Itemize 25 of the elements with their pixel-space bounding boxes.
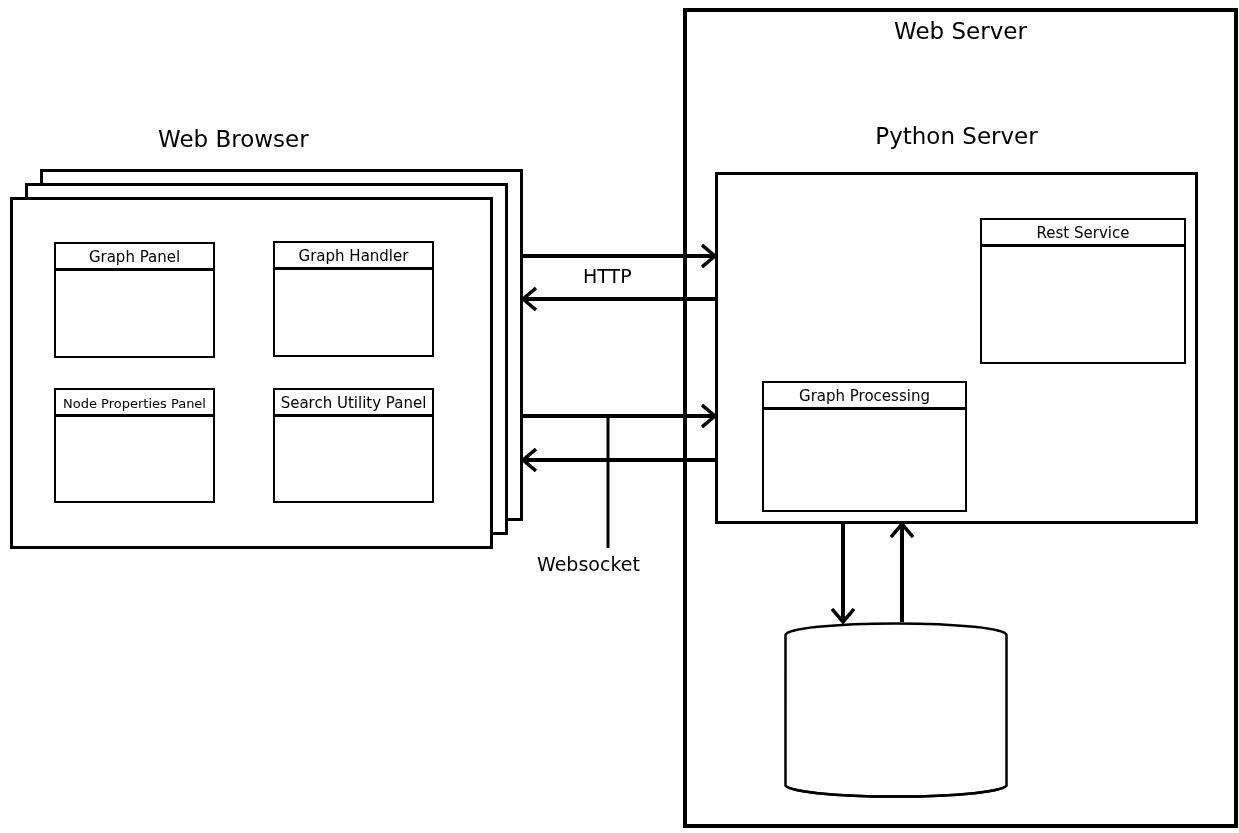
component-title: Node Properties Panel	[56, 390, 213, 417]
connection-label: HTTP	[583, 265, 632, 287]
component-box	[273, 241, 434, 357]
arrow	[521, 447, 715, 473]
server-frame	[683, 8, 1238, 828]
container-title: Python Server	[874, 123, 1039, 149]
connection-label: Websocket	[537, 553, 640, 575]
component-box	[273, 388, 434, 503]
arrow	[830, 524, 856, 624]
component-title: Rest Service	[982, 220, 1184, 247]
component-title: Graph Panel	[56, 244, 213, 271]
arrow	[523, 243, 717, 269]
component-box	[762, 381, 967, 512]
component-box	[54, 242, 215, 358]
component-box	[980, 218, 1186, 364]
component-title: Graph Processing	[764, 383, 965, 410]
window-title: Web Browser	[158, 126, 309, 152]
arrow	[889, 522, 915, 622]
database-cylinder	[784, 622, 1008, 798]
component-box	[54, 388, 215, 503]
component-title: Graph Handler	[275, 243, 432, 270]
component-title: Search Utility Panel	[275, 390, 432, 417]
arrow	[521, 286, 715, 312]
frame-title: Web Server	[893, 18, 1028, 44]
arrow	[523, 403, 717, 429]
